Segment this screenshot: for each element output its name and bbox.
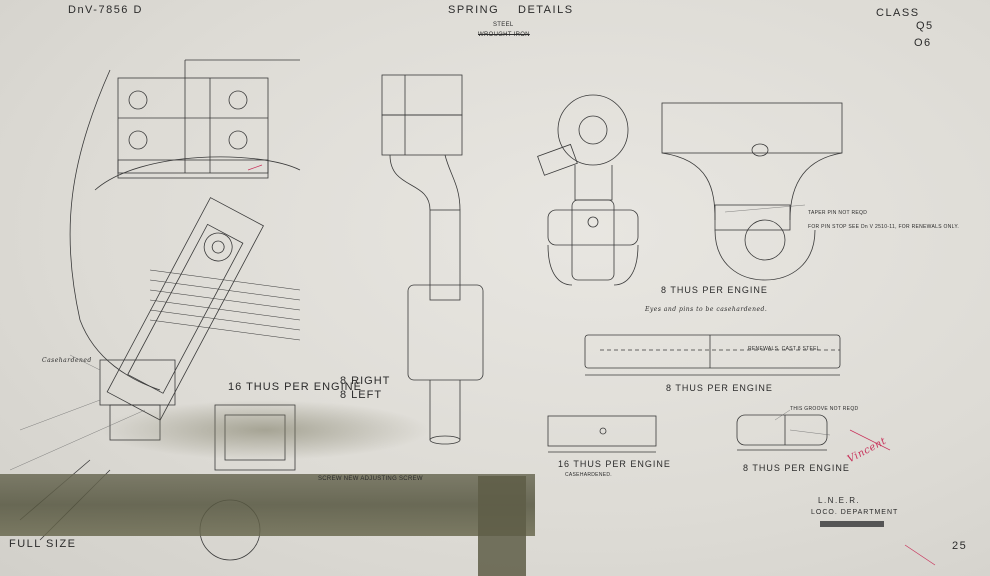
qty-16-main: 16 THUS PER ENGINE bbox=[228, 381, 362, 393]
bracket-plate bbox=[117, 77, 269, 174]
long-pin bbox=[584, 334, 841, 369]
bolt-hole-2 bbox=[228, 90, 248, 110]
tape-stain-vertical bbox=[478, 476, 526, 576]
water-stain bbox=[100, 400, 430, 460]
casehardened-label: CASEHARDENED. bbox=[565, 472, 612, 478]
sheet-number: 25 bbox=[952, 540, 968, 552]
qty-right: 8 RIGHT bbox=[340, 375, 391, 387]
dept-stamp bbox=[820, 521, 884, 527]
tape-stain bbox=[0, 474, 535, 536]
eye-outer bbox=[557, 94, 629, 166]
taper-pin-note: TAPER PIN NOT REQD bbox=[808, 210, 868, 216]
title-details: DETAILS bbox=[518, 4, 574, 16]
frame-curve bbox=[69, 69, 111, 321]
qty-16-pin: 16 THUS PER ENGINE bbox=[558, 459, 671, 469]
drawing-number: DnV-7856 D bbox=[68, 4, 143, 16]
eyes-casehardened-note: Eyes and pins to be casehardened. bbox=[645, 306, 768, 313]
qty-left: 8 LEFT bbox=[340, 389, 383, 401]
screw-note: SCREW NEW ADJUSTING SCREW bbox=[318, 476, 423, 482]
qty-8-small: 8 THUS PER ENGINE bbox=[743, 463, 850, 473]
class-label: CLASS bbox=[876, 7, 920, 19]
bolt-hole-4 bbox=[228, 130, 248, 150]
material-label: STEEL bbox=[493, 22, 514, 28]
bolt-hole-1 bbox=[128, 90, 148, 110]
full-size-label: FULL SIZE bbox=[9, 538, 77, 550]
org-label: L.N.E.R. bbox=[818, 496, 861, 505]
title-spring: SPRING bbox=[448, 4, 500, 16]
t-bracket-top bbox=[661, 102, 843, 154]
groove-note: THIS GROOVE NOT REQD bbox=[790, 406, 859, 412]
qty-8-pin: 8 THUS PER ENGINE bbox=[666, 383, 773, 393]
casehardened-side-note: Casehardened bbox=[42, 357, 92, 364]
renewals-note: RENEWALS. CAST 8 STEEL bbox=[748, 346, 820, 352]
eye-inner bbox=[578, 115, 608, 145]
pin-stop-note: FOR PIN STOP SEE Dn V 2510-11, FOR RENEW… bbox=[808, 224, 960, 230]
hanger-shank bbox=[429, 209, 461, 301]
class-q5: Q5 bbox=[916, 20, 934, 32]
material-struck: WROUGHT IRON bbox=[478, 32, 530, 38]
dept-label: LOCO. DEPARTMENT bbox=[811, 509, 899, 516]
bolt-hole-3 bbox=[128, 130, 148, 150]
qty-8-eye: 8 THUS PER ENGINE bbox=[661, 285, 768, 295]
small-pin bbox=[736, 414, 828, 446]
class-o6: O6 bbox=[914, 37, 932, 49]
short-pin bbox=[547, 415, 657, 447]
